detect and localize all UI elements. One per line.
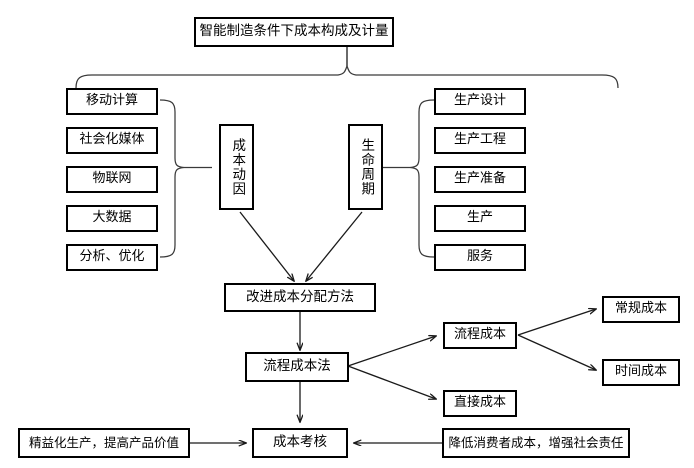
arrow-lifecycle-to-method (306, 211, 363, 281)
right-item-production: 生产 (434, 205, 526, 232)
arrow-to-direct-cost (347, 365, 436, 399)
time-cost-node: 时间成本 (602, 359, 680, 386)
lifecycle-hub: 生命周期 (348, 124, 383, 210)
direct-cost-node: 直接成本 (443, 390, 517, 417)
regular-cost-node: 常规成本 (602, 296, 680, 323)
left-item-iot: 物联网 (66, 166, 158, 193)
arrow-to-process-cost (347, 336, 436, 367)
left-item-analytics-optimization: 分析、优化 (66, 244, 158, 271)
arrow-to-time-cost (517, 334, 596, 370)
right-item-service: 服务 (434, 244, 526, 271)
arrow-to-regular-cost (517, 309, 596, 336)
consumer-cost-outcome-node: 降低消费者成本，增强社会责任 (442, 428, 630, 458)
title-node: 智能制造条件下成本构成及计量 (194, 17, 394, 47)
left-brace (159, 99, 185, 258)
lean-production-outcome-node: 精益化生产，提高产品价值 (18, 428, 190, 458)
left-item-big-data: 大数据 (66, 205, 158, 232)
arrow-driver-to-method (239, 211, 294, 281)
right-item-production-engineering: 生产工程 (434, 127, 526, 154)
cost-driver-hub: 成本动因 (219, 124, 254, 210)
improved-cost-allocation-node: 改进成本分配方法 (224, 283, 376, 312)
right-item-production-preparation: 生产准备 (434, 166, 526, 193)
right-item-production-design: 生产设计 (434, 88, 526, 115)
process-cost-node: 流程成本 (443, 322, 517, 349)
right-brace (409, 99, 435, 258)
process-costing-method-node: 流程成本法 (245, 352, 349, 382)
left-item-social-media: 社会化媒体 (66, 127, 158, 154)
top-brace-right (346, 65, 619, 89)
left-item-mobile-computing: 移动计算 (66, 88, 158, 115)
cost-assessment-node: 成本考核 (252, 428, 348, 458)
top-brace-left (75, 65, 348, 89)
